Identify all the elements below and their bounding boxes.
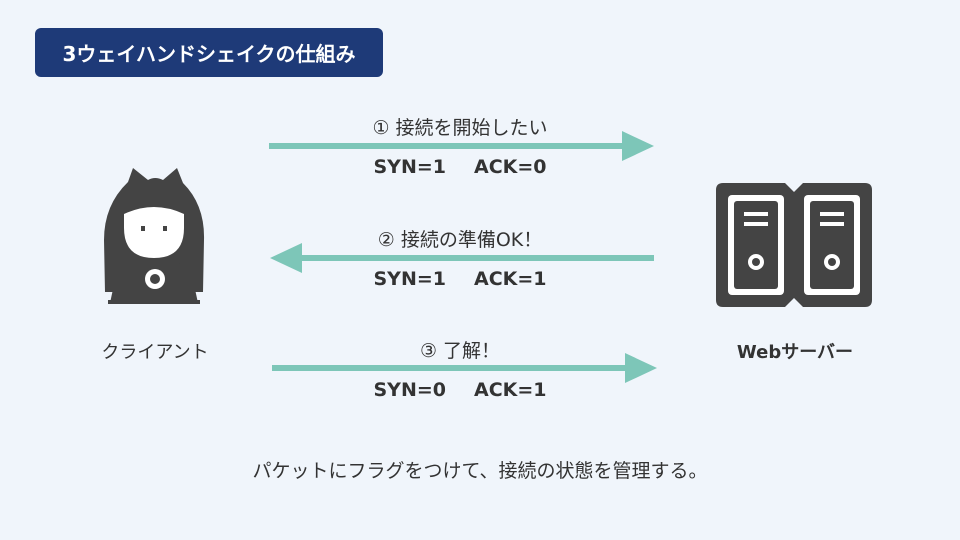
- step-2-syn: SYN=1: [373, 268, 446, 290]
- step-2-ack: ACK=1: [473, 268, 547, 290]
- step-2-label: ② 接続の準備OK！: [377, 229, 543, 251]
- step-1-ack: ACK=0: [473, 156, 547, 178]
- server-label: Webサーバー: [736, 342, 854, 363]
- page-title: 3ウェイハンドシェイクの仕組み: [35, 28, 383, 77]
- step-1-flags: SYN=1 ACK=0: [330, 156, 590, 178]
- step-3-syn: SYN=0: [373, 379, 446, 401]
- step-2-flags: SYN=1 ACK=1: [330, 268, 590, 290]
- step-3-label: ③ 了解！: [419, 340, 501, 362]
- caption: パケットにフラグをつけて、接続の状態を管理する。: [252, 460, 708, 482]
- step-1-label: ① 接続を開始したい: [372, 117, 548, 139]
- step-3-ack: ACK=1: [473, 379, 547, 401]
- step-3-flags: SYN=0 ACK=1: [330, 379, 590, 401]
- step-1-syn: SYN=1: [373, 156, 446, 178]
- client-label: クライアント: [101, 342, 209, 363]
